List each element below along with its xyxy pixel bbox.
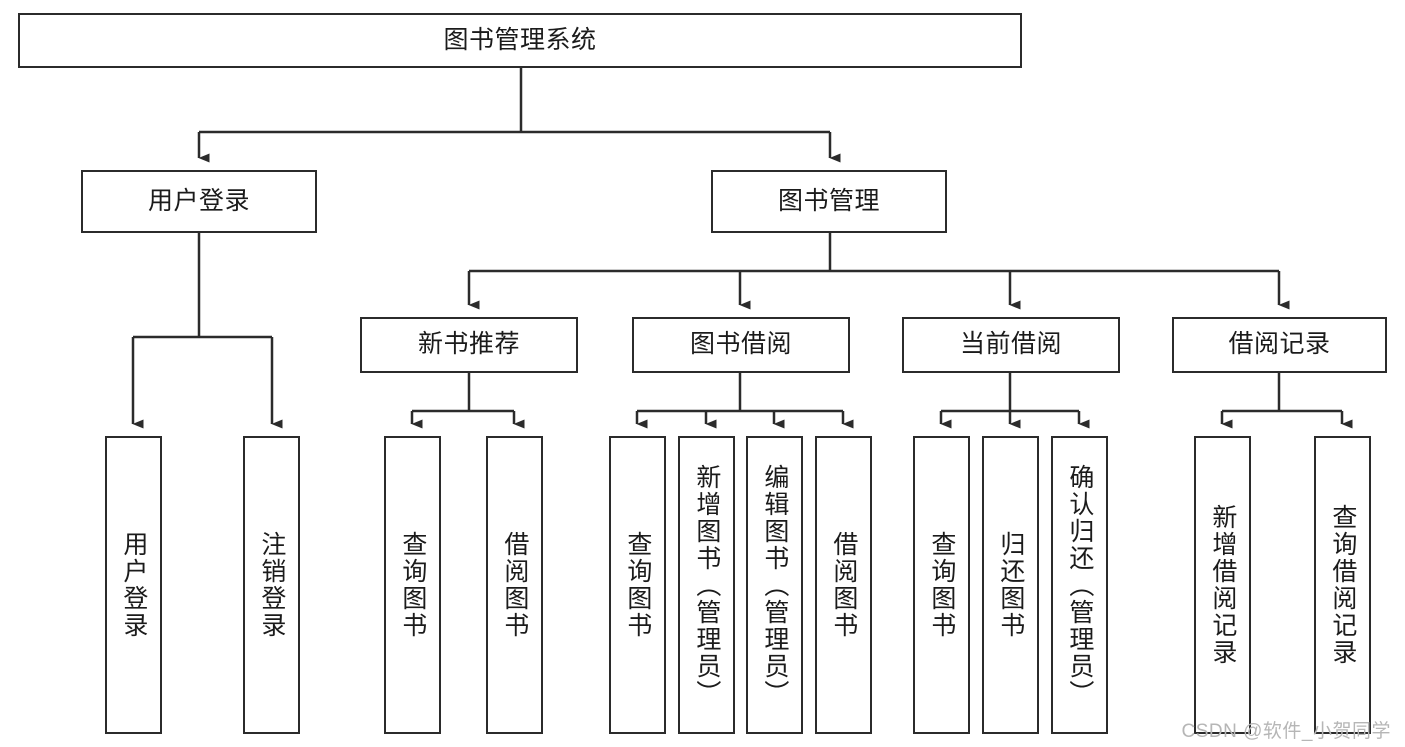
leaf-borrow-book-label: 借阅图书 [829,531,858,639]
node-current-borrow-label: 当前借阅 [959,330,1062,359]
leaf-return-book[interactable]: 归还图书 [982,436,1039,734]
leaf-user-login-label: 用户登录 [119,531,148,639]
leaf-query-book-current[interactable]: 查询图书 [913,436,970,734]
leaf-return-book-label: 归还图书 [996,531,1025,639]
leaf-query-borrow-record-label: 查询借阅记录 [1328,504,1357,666]
leaf-query-book-new-label: 查询图书 [398,531,427,639]
node-new-book-recommend-label: 新书推荐 [417,330,520,359]
node-book-management[interactable]: 图书管理 [711,170,947,233]
node-root[interactable]: 图书管理系统 [18,13,1022,68]
node-borrow-record-label: 借阅记录 [1228,330,1331,359]
node-borrow-record[interactable]: 借阅记录 [1172,317,1387,373]
leaf-edit-book-admin[interactable]: 编辑图书（管理员） [746,436,803,734]
leaf-query-book-borrow-label: 查询图书 [623,531,652,639]
leaf-query-book-current-label: 查询图书 [927,531,956,639]
leaf-borrow-book-new-label: 借阅图书 [500,531,529,639]
leaf-user-login[interactable]: 用户登录 [105,436,162,734]
leaf-borrow-book-new[interactable]: 借阅图书 [486,436,543,734]
leaf-add-book-admin-label: 新增图书（管理员） [692,463,721,707]
leaf-logout-label: 注销登录 [257,531,286,639]
node-book-borrow[interactable]: 图书借阅 [632,317,850,373]
watermark-csdn: CSDN @软件_小贺同学 [1181,721,1391,742]
leaf-query-book-borrow[interactable]: 查询图书 [609,436,666,734]
node-user-login[interactable]: 用户登录 [81,170,317,233]
leaf-query-borrow-record[interactable]: 查询借阅记录 [1314,436,1371,734]
leaf-add-borrow-record[interactable]: 新增借阅记录 [1194,436,1251,734]
leaf-add-borrow-record-label: 新增借阅记录 [1208,504,1237,666]
leaf-confirm-return-admin-label: 确认归还（管理员） [1065,463,1094,707]
leaf-borrow-book[interactable]: 借阅图书 [815,436,872,734]
leaf-edit-book-admin-label: 编辑图书（管理员） [760,463,789,707]
node-user-login-label: 用户登录 [147,186,250,215]
node-book-borrow-label: 图书借阅 [689,330,792,359]
node-new-book-recommend[interactable]: 新书推荐 [360,317,578,373]
leaf-add-book-admin[interactable]: 新增图书（管理员） [678,436,735,734]
node-current-borrow[interactable]: 当前借阅 [902,317,1120,373]
leaf-confirm-return-admin[interactable]: 确认归还（管理员） [1051,436,1108,734]
leaf-query-book-new[interactable]: 查询图书 [384,436,441,734]
node-root-label: 图书管理系统 [443,25,597,54]
leaf-logout[interactable]: 注销登录 [243,436,300,734]
node-book-management-label: 图书管理 [777,186,880,215]
